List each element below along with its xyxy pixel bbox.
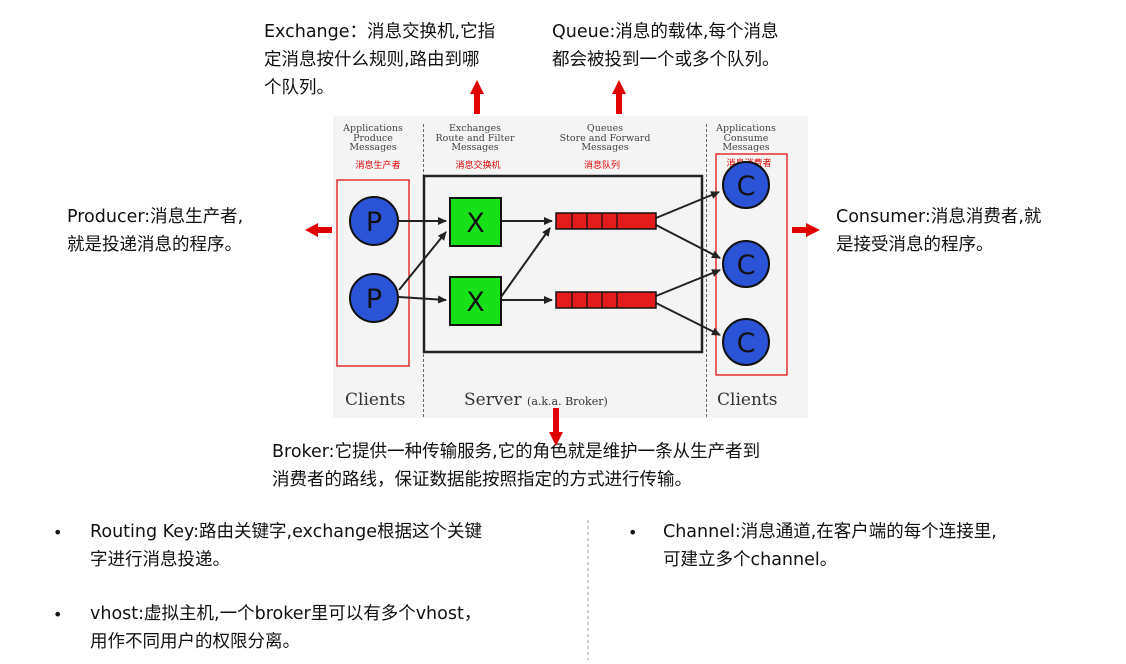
broker-note: Broker:它提供一种传输服务,它的角色就是维护一条从生产者到 消费者的路线，… — [272, 442, 761, 490]
arrow-x2-q1 — [500, 227, 551, 298]
exchange-letter-2: X — [466, 287, 485, 318]
producer-letter-2: P — [366, 284, 382, 315]
bullet-dot-routing: • — [53, 523, 63, 542]
exchange-column-header: Exchanges Route and Filter Messages — [435, 123, 515, 153]
consumer-node-1 — [722, 161, 770, 209]
routing-key-item: Routing Key:路由关键字,exchange根据这个关键 字进行消息投递… — [90, 522, 482, 570]
vhost-item: vhost:虚拟主机,一个broker里可以有多个vhost， 用作不同用户的权… — [90, 604, 482, 652]
consumer-node-2 — [722, 240, 770, 288]
consumer-letter-3: C — [737, 328, 756, 359]
producer-highlight-box — [336, 179, 410, 367]
broker-callout-arrow — [549, 408, 563, 446]
producer-note: Producer:消息生产者, 就是投递消息的程序。 — [67, 207, 244, 255]
consumer-letter-1: C — [737, 171, 756, 202]
producer-column-header: Applications Produce Messages — [343, 123, 403, 153]
arrow-q2-c3 — [655, 302, 721, 336]
consumer-node-3 — [722, 318, 770, 366]
queue-red-label: 消息队列 — [583, 161, 620, 171]
right-dashed-separator — [706, 124, 707, 417]
clients-right-label: Clients — [717, 390, 778, 410]
queue-note: Queue:消息的载体,每个消息 都会被投到一个或多个队列。 — [552, 22, 780, 70]
exchange-note: Exchange：消息交换机,它指 定消息按什么规则,路由到哪 个队列。 — [264, 22, 496, 98]
queue-node-1 — [555, 212, 657, 230]
producer-letter-1: P — [366, 207, 382, 238]
queue-callout-arrow — [612, 80, 626, 114]
server-aka-text: (a.k.a. Broker) — [527, 395, 608, 408]
producer-node-2 — [349, 273, 399, 323]
arrow-q1-c2 — [655, 224, 721, 259]
consumer-note: Consumer:消息消费者,就 是接受消息的程序。 — [836, 207, 1042, 255]
arrow-p2-x1 — [398, 231, 447, 291]
server-box — [422, 174, 704, 354]
server-label: Server (a.k.a. Broker) — [464, 390, 608, 410]
bullet-dot-channel: • — [628, 523, 638, 542]
bullet-dot-vhost: • — [53, 605, 63, 624]
server-text: Server — [464, 390, 522, 410]
exchange-node-2 — [449, 276, 502, 326]
arrow-p2-x2 — [398, 295, 447, 304]
consumer-column-header: Applications Consume Messages — [716, 123, 776, 153]
consumer-letter-2: C — [737, 250, 756, 281]
exchange-callout-arrow — [470, 80, 484, 114]
consumer-callout-arrow — [792, 223, 820, 237]
producer-node-1 — [349, 196, 399, 246]
clients-left-label: Clients — [345, 390, 406, 410]
queue-column-header: Queues Store and Forward Messages — [559, 123, 651, 153]
queue-node-2 — [555, 291, 657, 309]
exchange-red-label: 消息交换机 — [455, 161, 501, 171]
producer-callout-arrow — [305, 223, 332, 237]
exchange-letter-1: X — [466, 208, 485, 239]
arrow-q2-c2 — [655, 269, 721, 297]
producer-red-label: 消息生产者 — [355, 161, 401, 171]
consumer-highlight-box — [715, 153, 788, 376]
channel-item: Channel:消息通道,在客户端的每个连接里, 可建立多个channel。 — [663, 522, 997, 570]
arrow-q1-c1 — [655, 191, 720, 219]
exchange-node-1 — [449, 197, 502, 247]
